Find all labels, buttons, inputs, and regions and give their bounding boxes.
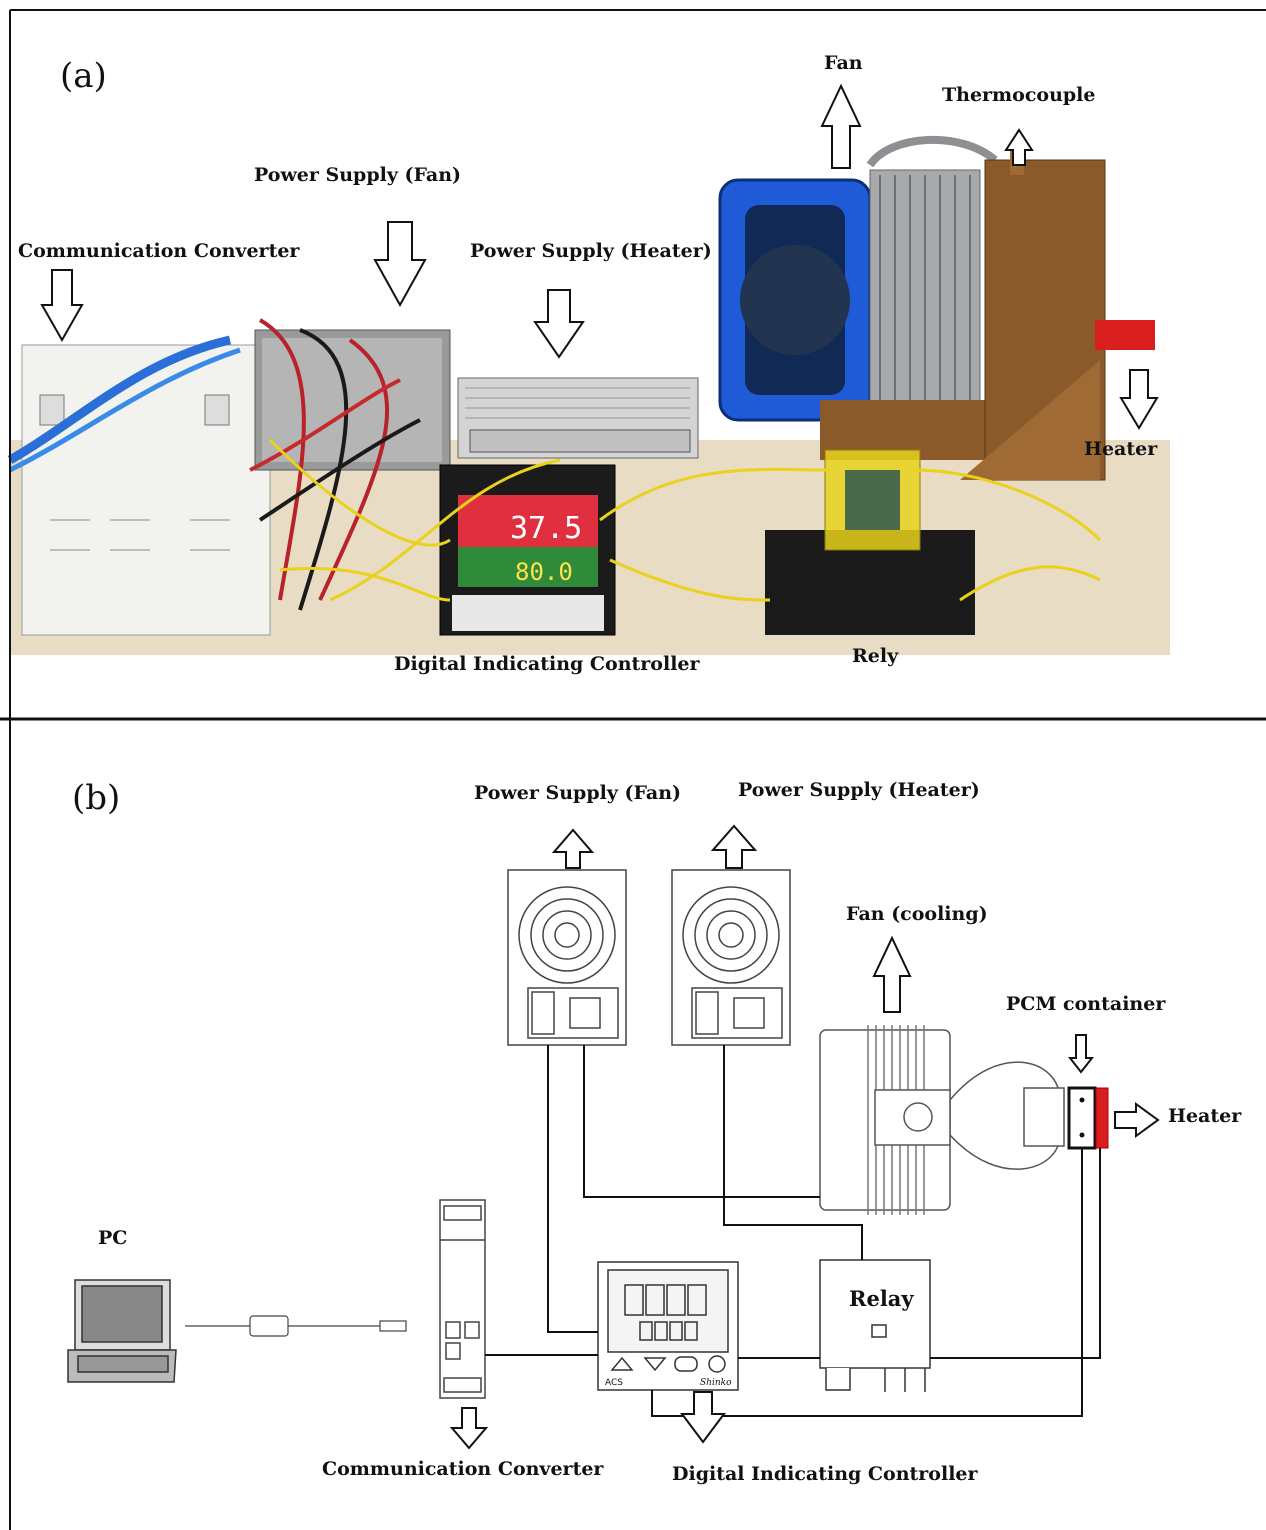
controller-brand-text: ACS xyxy=(605,1378,623,1388)
label-fan-cooling-b: Fan (cooling) xyxy=(846,903,988,925)
label-power-supply-heater-b: Power Supply (Heater) xyxy=(738,779,980,801)
label-communication-converter-b: Communication Converter xyxy=(322,1458,604,1480)
arrow-digital-controller-b xyxy=(680,1391,726,1444)
arrow-power-supply-heater-b xyxy=(710,824,758,869)
label-thermocouple-a: Thermocouple xyxy=(942,84,1096,106)
label-power-supply-fan-b: Power Supply (Fan) xyxy=(474,782,682,804)
label-digital-indicating-controller-b: Digital Indicating Controller xyxy=(672,1463,978,1485)
label-rely-a: Rely xyxy=(852,645,899,667)
communication-converter-photo xyxy=(7,335,271,636)
controller-sv-display: 80.0 xyxy=(515,558,573,586)
panel-a-tag: (a) xyxy=(60,56,107,96)
label-power-supply-heater-a: Power Supply (Heater) xyxy=(470,240,712,262)
power-supply-heater-diagram xyxy=(671,869,791,1046)
arrow-communication-converter-b xyxy=(449,1407,489,1450)
label-heater-a: Heater xyxy=(1084,438,1158,460)
yellow-wires xyxy=(268,438,1102,602)
label-digital-indicating-controller-a: Digital Indicating Controller xyxy=(394,653,700,675)
pcm-container-diagram xyxy=(1067,1086,1109,1150)
usb-cable-diagram xyxy=(185,1315,407,1337)
panel-a-photo: 37.5 80.0 xyxy=(7,12,1265,717)
relay-diagram xyxy=(819,1259,931,1392)
arrow-pcm-container-b xyxy=(1067,1034,1095,1074)
wiring-lines xyxy=(485,1045,1101,1417)
arrow-fan-a xyxy=(820,83,862,169)
label-relay-b: Relay xyxy=(849,1286,914,1311)
red-black-wires xyxy=(249,318,421,611)
digital-controller-diagram: ACS Shinko xyxy=(597,1261,739,1391)
label-communication-converter-a: Communication Converter xyxy=(18,240,300,262)
label-fan-a: Fan xyxy=(824,52,863,74)
power-supply-heater-photo xyxy=(457,377,699,459)
panel-a-arrows xyxy=(40,83,1159,430)
communication-converter-diagram xyxy=(439,1199,486,1399)
heater-element-diagram xyxy=(1095,1087,1109,1149)
arrow-heater-a xyxy=(1119,369,1159,430)
label-heater-b: Heater xyxy=(1168,1105,1242,1127)
panel-b-schematic: ACS Shinko xyxy=(67,824,1160,1450)
arrow-power-supply-fan-b xyxy=(551,828,595,869)
label-pcm-container-b: PCM container xyxy=(1006,993,1166,1015)
label-power-supply-fan-a: Power Supply (Fan) xyxy=(254,164,462,186)
arrow-communication-converter-a xyxy=(40,269,84,343)
label-pc-b: PC xyxy=(98,1227,128,1249)
pc-laptop-diagram xyxy=(67,1279,177,1383)
power-supply-fan-diagram xyxy=(507,869,627,1046)
arrow-fan-cooling-b xyxy=(872,935,912,1013)
panel-b-arrows xyxy=(449,824,1160,1450)
relay-photo xyxy=(765,449,975,635)
arrow-power-supply-heater-a xyxy=(533,289,585,359)
arrow-power-supply-fan-a xyxy=(373,221,427,308)
arrow-heater-b xyxy=(1114,1102,1160,1138)
heatsink-fan-diagram xyxy=(819,1025,1065,1215)
digital-indicating-controller-photo: 37.5 80.0 xyxy=(439,464,616,636)
fan-heatsink-photo xyxy=(718,135,998,422)
panel-b-tag: (b) xyxy=(72,778,121,818)
arrow-thermocouple-a xyxy=(1004,128,1034,166)
controller-maker-text: Shinko xyxy=(700,1378,732,1388)
controller-pv-display: 37.5 xyxy=(510,511,582,546)
